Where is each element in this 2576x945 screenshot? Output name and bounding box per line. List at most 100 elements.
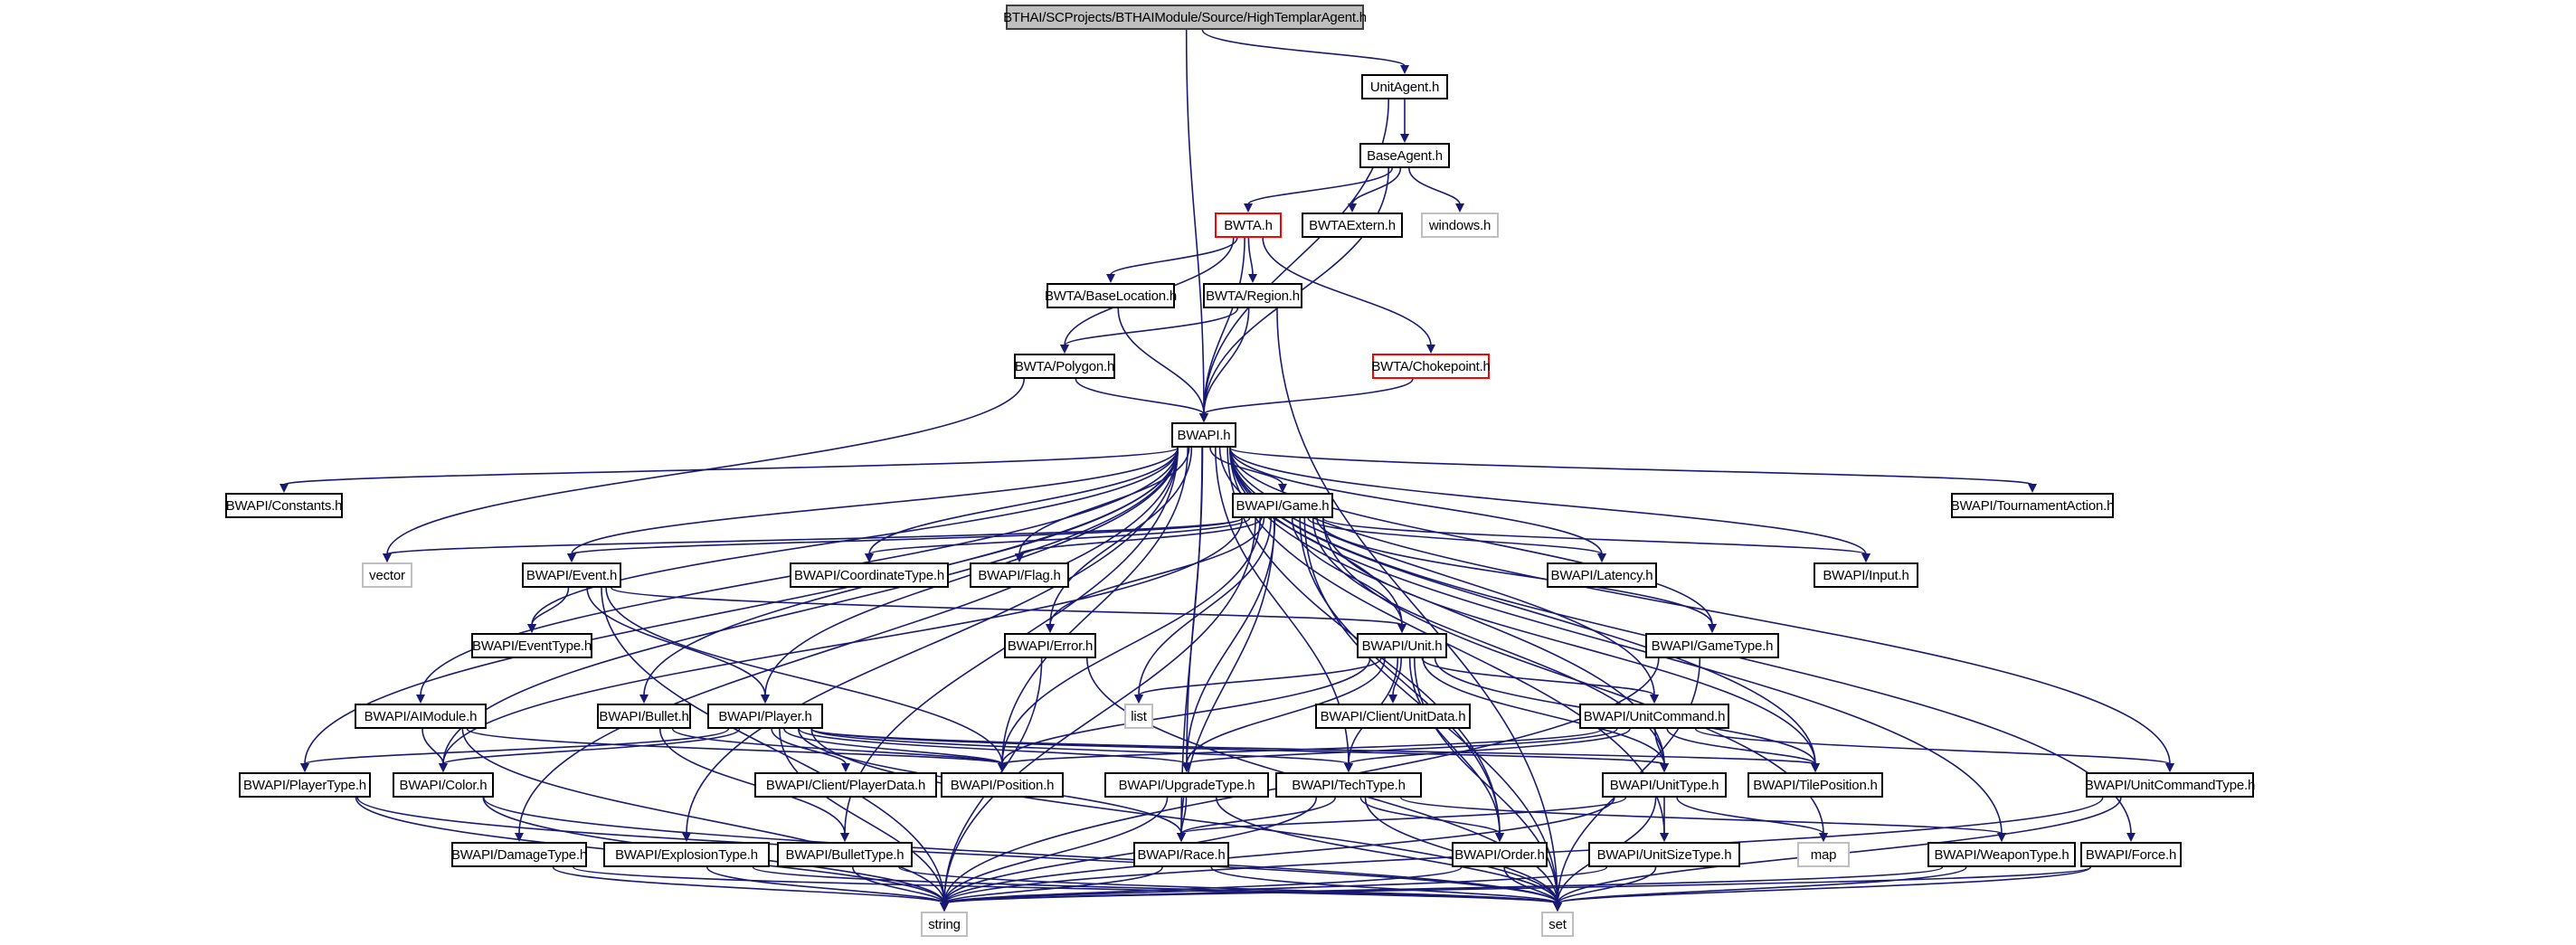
node-windows[interactable]: windows.h xyxy=(1421,213,1499,238)
node-coordtype[interactable]: BWAPI/CoordinateType.h xyxy=(790,562,949,588)
node-label: BWAPI/Event.h xyxy=(526,567,618,583)
node-aimodule[interactable]: BWAPI/AIModule.h xyxy=(355,704,487,729)
node-eventtype[interactable]: BWAPI/EventType.h xyxy=(471,633,592,658)
arrowhead-icon xyxy=(1597,553,1606,562)
node-baseagent[interactable]: BaseAgent.h xyxy=(1359,143,1450,168)
arrowhead-icon xyxy=(1248,274,1257,283)
node-label: BWAPI/Flag.h xyxy=(978,567,1061,583)
arrowhead-icon xyxy=(1278,484,1287,493)
edge-bwapi-to-gametype xyxy=(1229,447,1713,626)
node-unit[interactable]: BWAPI/Unit.h xyxy=(1357,633,1447,658)
arrowhead-icon xyxy=(940,902,949,912)
node-baseloc[interactable]: BWTA/BaseLocation.h xyxy=(1045,283,1177,308)
arrowhead-icon xyxy=(279,484,289,493)
node-root[interactable]: BTHAI/SCProjects/BTHAIModule/Source/High… xyxy=(1003,5,1367,30)
edge-game-to-string xyxy=(943,517,1256,904)
node-bullet[interactable]: BWAPI/Bullet.h xyxy=(597,704,691,729)
node-label: BWAPI/UpgradeType.h xyxy=(1118,777,1255,793)
node-map[interactable]: map xyxy=(1797,842,1850,867)
node-tournament[interactable]: BWAPI/TournamentAction.h xyxy=(1951,493,2114,518)
node-label: BWAPI/Error.h xyxy=(1007,638,1094,654)
arrowhead-icon xyxy=(841,763,850,772)
node-damagetype[interactable]: BWAPI/DamageType.h xyxy=(451,842,587,867)
node-unitagent[interactable]: UnitAgent.h xyxy=(1361,74,1448,99)
node-label: BWTAExtern.h xyxy=(1309,217,1396,233)
node-event[interactable]: BWAPI/Event.h xyxy=(522,562,621,588)
node-string[interactable]: string xyxy=(921,912,968,937)
node-vector[interactable]: vector xyxy=(362,562,412,588)
node-color[interactable]: BWAPI/Color.h xyxy=(393,772,494,798)
node-unittype[interactable]: BWAPI/UnitType.h xyxy=(1602,772,1727,798)
node-label: set xyxy=(1548,916,1567,932)
node-region[interactable]: BWTA/Region.h xyxy=(1203,283,1302,308)
node-input[interactable]: BWAPI/Input.h xyxy=(1814,562,1918,588)
edge-bwapi-to-constants xyxy=(283,447,1179,486)
node-gametype[interactable]: BWAPI/GameType.h xyxy=(1645,633,1779,658)
node-bullettype[interactable]: BWAPI/BulletType.h xyxy=(777,842,913,867)
edge-explosiontype-to-string xyxy=(706,866,945,904)
node-label: BWAPI/UnitCommandType.h xyxy=(2084,777,2256,793)
node-position[interactable]: BWAPI/Position.h xyxy=(941,772,1064,798)
edge-techtype-to-race xyxy=(1180,797,1336,835)
node-upgradetype[interactable]: BWAPI/UpgradeType.h xyxy=(1104,772,1269,798)
edge-unitsizetype-to-set xyxy=(1557,866,1657,904)
node-label: BWAPI/DamageType.h xyxy=(450,846,588,863)
node-order[interactable]: BWAPI/Order.h xyxy=(1452,842,1548,867)
node-bwta[interactable]: BWTA.h xyxy=(1215,213,1282,238)
node-label: BWAPI/Color.h xyxy=(399,777,488,793)
node-bwapi[interactable]: BWAPI.h xyxy=(1171,422,1236,448)
node-label: BTHAI/SCProjects/BTHAIModule/Source/High… xyxy=(1003,9,1367,25)
arrowhead-icon xyxy=(1426,345,1435,354)
edge-bwapi-to-unitcommand xyxy=(1229,447,1655,696)
node-label: BaseAgent.h xyxy=(1367,147,1443,164)
edge-game-to-coordtype xyxy=(868,517,1251,555)
edge-game-to-vector xyxy=(386,517,1243,555)
edge-root-to-bwapi xyxy=(1185,29,1205,415)
edge-upgradetype-to-string xyxy=(943,797,1169,904)
arrowhead-icon xyxy=(527,624,536,633)
node-flag[interactable]: BWAPI/Flag.h xyxy=(970,562,1069,588)
arrowhead-icon xyxy=(567,553,576,562)
edge-game-to-order xyxy=(1299,517,1501,835)
node-polygon[interactable]: BWTA/Polygon.h xyxy=(1014,354,1115,379)
edge-game-to-gametype xyxy=(1316,517,1713,626)
node-explosiontype[interactable]: BWAPI/ExplosionType.h xyxy=(603,842,770,867)
node-label: vector xyxy=(369,567,405,583)
edge-unitcommand-to-upgradetype xyxy=(1186,728,1618,765)
node-list[interactable]: list xyxy=(1124,704,1153,729)
arrowhead-icon xyxy=(1046,624,1055,633)
node-bwtaextern[interactable]: BWTAExtern.h xyxy=(1302,213,1403,238)
node-force[interactable]: BWAPI/Force.h xyxy=(2080,842,2182,867)
edge-player-to-playerdata xyxy=(771,728,847,765)
node-weapontype[interactable]: BWAPI/WeaponType.h xyxy=(1927,842,2076,867)
edge-game-to-error xyxy=(1049,517,1265,626)
node-unitcommand[interactable]: BWAPI/UnitCommand.h xyxy=(1579,704,1729,729)
edge-player-to-playertype xyxy=(304,728,730,765)
node-player[interactable]: BWAPI/Player.h xyxy=(707,704,823,729)
node-tileposition[interactable]: BWAPI/TilePosition.h xyxy=(1747,772,1883,798)
node-set[interactable]: set xyxy=(1541,912,1574,937)
arrowhead-icon xyxy=(1199,413,1208,422)
node-latency[interactable]: BWAPI/Latency.h xyxy=(1547,562,1657,588)
node-playertype[interactable]: BWAPI/PlayerType.h xyxy=(239,772,371,798)
edge-aimodule-to-string xyxy=(461,728,945,904)
node-game[interactable]: BWAPI/Game.h xyxy=(1232,493,1333,518)
node-playerdata[interactable]: BWAPI/Client/PlayerData.h xyxy=(754,772,937,798)
arrowhead-icon xyxy=(1177,833,1186,842)
node-unitcommandtype[interactable]: BWAPI/UnitCommandType.h xyxy=(2084,772,2256,798)
arrowhead-icon xyxy=(1660,833,1669,842)
node-constants[interactable]: BWAPI/Constants.h xyxy=(225,493,343,518)
node-unitsizetype[interactable]: BWAPI/UnitSizeType.h xyxy=(1588,842,1740,867)
node-choke[interactable]: BWTA/Chokepoint.h xyxy=(1371,354,1491,379)
node-error[interactable]: BWAPI/Error.h xyxy=(1004,633,1096,658)
edge-force-to-set xyxy=(1557,866,2091,904)
node-label: BWAPI/Input.h xyxy=(1823,567,1909,583)
node-unitdata[interactable]: BWAPI/Client/UnitData.h xyxy=(1315,704,1471,729)
arrowhead-icon xyxy=(998,763,1007,772)
arrowhead-icon xyxy=(416,695,425,704)
node-techtype[interactable]: BWAPI/TechType.h xyxy=(1275,772,1422,798)
node-label: BWAPI/Order.h xyxy=(1454,846,1545,863)
edge-race-to-set xyxy=(1210,866,1558,904)
node-race[interactable]: BWAPI/Race.h xyxy=(1133,842,1229,867)
